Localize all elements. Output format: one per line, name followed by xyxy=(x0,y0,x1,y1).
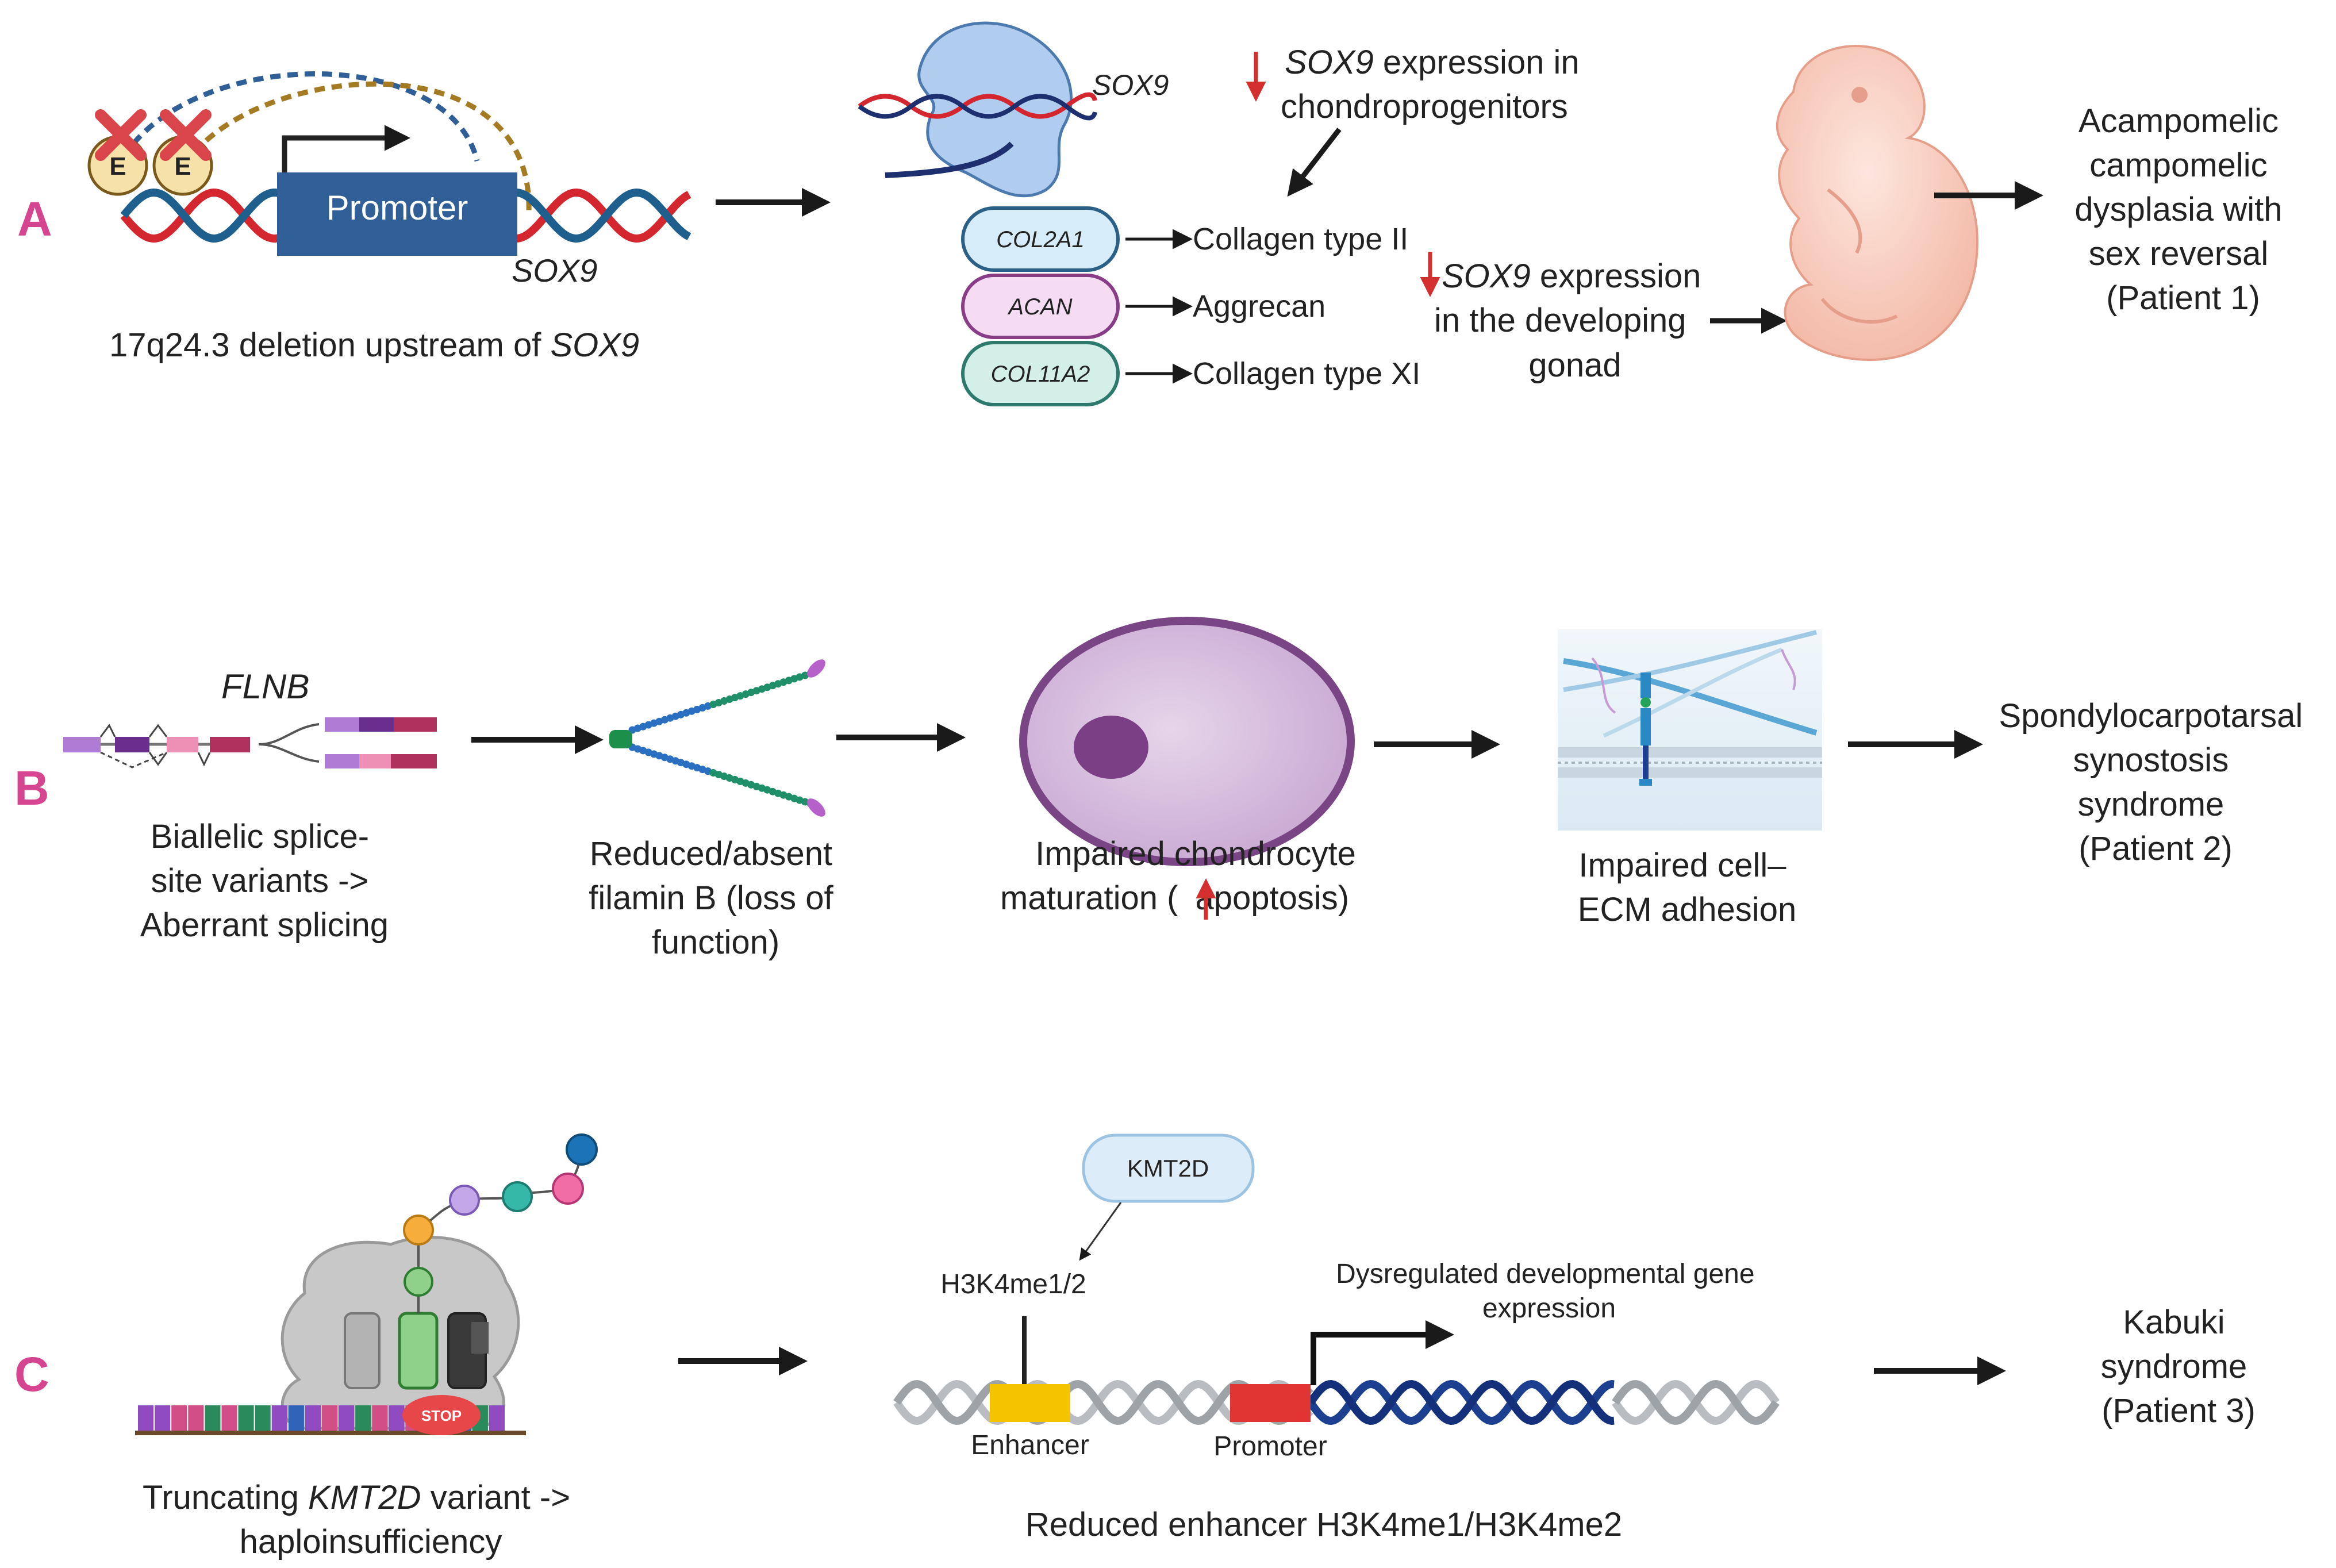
panel-letter-c: C xyxy=(14,1347,49,1401)
panel-letter-b: B xyxy=(14,761,49,815)
stop-codon-badge xyxy=(402,1395,481,1435)
dysregulated-label: Dysregulated developmental gene expressi… xyxy=(1336,1259,1762,1324)
step-c2-caption: Reduced enhancer H3K4me1/H3K4me2 xyxy=(1025,1506,1622,1543)
kmt2d-label: KMT2D xyxy=(1127,1155,1209,1182)
expr-gonad-line2: in the developing xyxy=(1434,302,1686,339)
target-gene-col2a1: COL2A1 Collagen type II xyxy=(961,206,1408,272)
product-label: Collagen type II xyxy=(1193,222,1408,256)
kmt2d-bubble xyxy=(1082,1133,1255,1203)
ribosome-truncation-diagram: STOP xyxy=(135,1133,598,1435)
deleted-x-icon xyxy=(160,109,212,161)
cell-ecm-adhesion-icon xyxy=(1558,629,1822,831)
outcome-patient-3: Kabuki syndrome (Patient 3) xyxy=(2101,1304,2257,1429)
flnb-gene-label: FLNB xyxy=(221,667,309,706)
gene-pill-label: COL11A2 xyxy=(991,362,1090,387)
promoter-box xyxy=(277,172,517,256)
tss-arrow xyxy=(282,125,410,172)
gene-pill xyxy=(961,274,1120,339)
split-arrow-icon xyxy=(258,723,320,763)
sox9-protein-label: SOX9 xyxy=(1092,69,1169,101)
expr-gonad-line3: gonad xyxy=(1528,347,1621,384)
gene-pill xyxy=(961,206,1120,272)
step-b4-caption: Impaired cell– ECM adhesion xyxy=(1578,847,1796,928)
filamin-b-dimer-icon xyxy=(609,659,825,817)
sox9-protein-dna-complex: SOX9 xyxy=(858,21,1169,198)
expr-chondro-line1: SOX9 expression in xyxy=(1285,44,1580,81)
step-b3-line1: Impaired chondrocyte xyxy=(1035,835,1356,873)
gene-pill-label: COL2A1 xyxy=(996,227,1084,252)
outcome-patient-1: Acampomelic campomelic dysplasia with se… xyxy=(2074,102,2291,317)
expr-gonad-line1: SOX9 expression xyxy=(1442,258,1701,295)
panel-letter-a: A xyxy=(17,192,52,246)
target-genes-list: COL2A1 Collagen type II ACAN AggrecanCOL11A… xyxy=(961,206,1420,406)
filamin-arm-upper xyxy=(628,670,814,734)
kmt2d-pointer-arrow xyxy=(1079,1202,1122,1261)
dna-strand-grey-tail-2 xyxy=(1612,1379,1780,1425)
enhancer-1: E xyxy=(87,109,148,196)
deletion-caption: 17q24.3 deletion upstream of SOX9 xyxy=(109,326,639,364)
product-label: Aggrecan xyxy=(1193,289,1325,324)
flnb-splicing-diagram: FLNB xyxy=(63,667,437,768)
enhancer-loop-arc-gold xyxy=(182,81,532,213)
dna-strand-navy xyxy=(1307,1379,1615,1425)
stop-label: STOP xyxy=(421,1407,462,1424)
step-b3-line2: maturation (apoptosis) xyxy=(1000,879,1349,917)
enhancer-label: Enhancer xyxy=(971,1430,1089,1461)
nucleus xyxy=(1074,716,1148,779)
gene-pill-label: ACAN xyxy=(1007,294,1072,320)
sox9-protein-icon xyxy=(917,21,1073,198)
enhancer-box xyxy=(990,1384,1070,1422)
filamin-arm-lower xyxy=(628,743,814,808)
sox9-locus-diagram: E E Promoter SOX9 xyxy=(87,71,691,289)
step-b1-caption: Biallelic splice- site variants -> Aberr… xyxy=(140,818,389,944)
tss-arrow-c xyxy=(1311,1320,1454,1385)
enhancer-2: E xyxy=(152,109,213,196)
step-b2-caption: Reduced/absent filamin B (loss of functi… xyxy=(589,835,843,961)
target-gene-col11a2: COL11A2 Collagen type XI xyxy=(961,341,1420,406)
gene-pill xyxy=(961,341,1120,406)
h3k4-mark-label: H3K4me1/2 xyxy=(940,1269,1086,1300)
target-gene-acan: ACAN Aggrecan xyxy=(961,274,1325,339)
outcome-patient-2: Spondylocarpotarsal synostosis syndrome … xyxy=(1999,697,2312,867)
step-c1-line2: haploinsufficiency xyxy=(240,1523,502,1561)
sox9-gene-label: SOX9 xyxy=(512,252,597,289)
embryo-icon xyxy=(1776,45,1979,361)
dna-helix-small-navy xyxy=(858,94,1097,121)
flow-arrow-to-targets xyxy=(1287,128,1342,197)
product-label: Collagen type XI xyxy=(1193,356,1420,391)
enhancer-promoter-diagram: KMT2D H3K4me1/2 Dysregulated development… xyxy=(893,1133,1780,1462)
expr-chondro-line2: chondroprogenitors xyxy=(1281,88,1568,125)
dna-strand-navy-2 xyxy=(1307,1379,1615,1425)
step-c1-line1: Truncating KMT2D variant -> xyxy=(143,1479,570,1516)
svg-text:E: E xyxy=(109,152,126,180)
deleted-x-icon xyxy=(95,109,147,161)
chondrocyte-cell-icon xyxy=(1019,617,1355,866)
promoter-label: Promoter xyxy=(326,189,468,227)
promoter-box-c xyxy=(1230,1384,1311,1422)
dna-tail xyxy=(885,141,1014,178)
enhancer-loop-arc-blue xyxy=(112,71,480,174)
promoter-label-c: Promoter xyxy=(1213,1431,1327,1462)
svg-text:E: E xyxy=(174,152,191,180)
